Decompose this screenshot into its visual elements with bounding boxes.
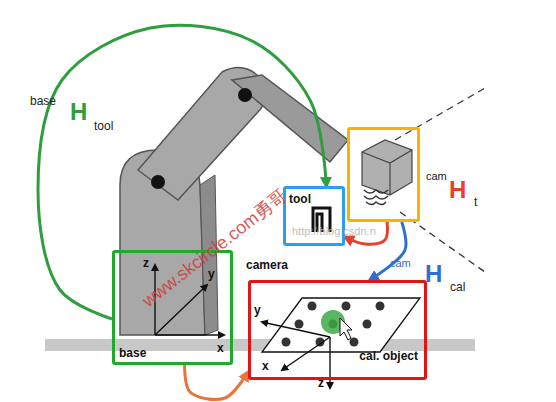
joint bbox=[151, 175, 165, 189]
frame-superscript: base bbox=[30, 95, 56, 107]
axis-label: z bbox=[318, 377, 324, 389]
box-label: camera bbox=[246, 258, 288, 272]
transform-arrow bbox=[185, 365, 248, 399]
calibration-plate bbox=[262, 298, 420, 352]
robot-forearm bbox=[232, 75, 348, 162]
mouse-cursor bbox=[340, 318, 352, 340]
axis-label: y bbox=[254, 304, 261, 316]
cal-object-box: cal. object bbox=[248, 280, 427, 380]
frame-subscript: tool bbox=[94, 120, 113, 132]
axis-label: z bbox=[143, 257, 149, 269]
calibration-dots bbox=[282, 302, 385, 347]
camera-body bbox=[362, 140, 412, 195]
box-label: tool bbox=[289, 192, 311, 206]
view-line bbox=[395, 88, 485, 140]
frame-superscript: cam bbox=[426, 171, 447, 182]
frame-superscript: cam bbox=[390, 258, 411, 269]
transform-symbol: H bbox=[449, 178, 466, 202]
axis-label: x bbox=[217, 342, 224, 354]
transform-symbol: H bbox=[425, 262, 442, 286]
watermark: http://blog.csdn.n bbox=[292, 226, 376, 237]
tool-box: tool bbox=[283, 186, 345, 246]
axis-label: x bbox=[262, 360, 269, 372]
axis-label: y bbox=[208, 268, 215, 280]
transform-symbol: H bbox=[70, 100, 87, 124]
box-label: cal. object bbox=[359, 349, 418, 363]
transform-arrow bbox=[38, 25, 326, 319]
camera-lens bbox=[364, 190, 388, 205]
frame-subscript: cal bbox=[450, 281, 465, 293]
box-label: base bbox=[119, 346, 146, 360]
base-box: base bbox=[112, 250, 233, 365]
frame-subscript: t bbox=[474, 196, 477, 208]
camera-box: camera bbox=[347, 127, 420, 222]
joint bbox=[238, 88, 252, 102]
